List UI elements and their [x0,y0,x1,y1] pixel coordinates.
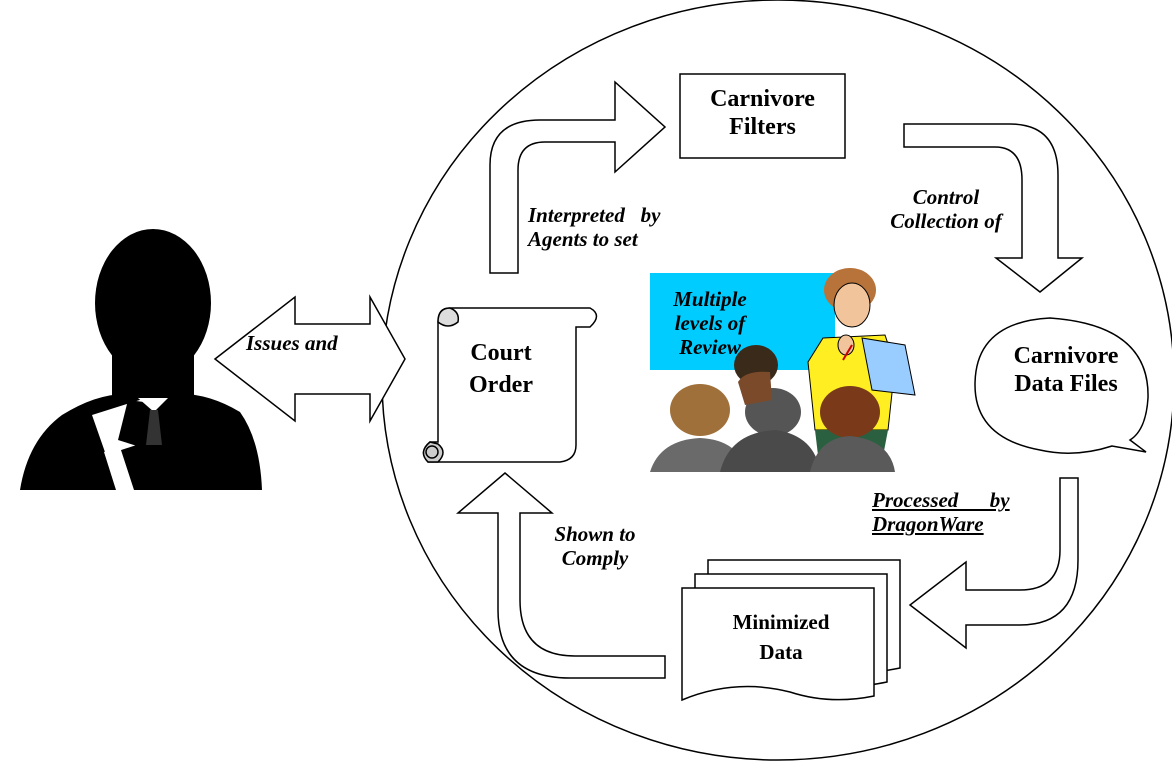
carnivore-filters-box [679,73,846,159]
issues-line1: Issues and [246,331,338,355]
processed-arrow [908,477,1079,650]
shown-arrow [455,472,666,679]
interpreted-line1: Interpreted by [528,203,661,227]
carnivore-data-files-label: Carnivore Data Files [982,343,1150,398]
carnivore-filters-line2: Filters [729,113,796,140]
control-arrow [903,123,1085,293]
control-line1: Control [912,185,980,209]
scroll-icon [422,307,598,463]
interpreted-line2: Agents to set [528,227,638,252]
review-line1: Multiple [673,287,747,311]
carnivore-data-files-line1: Carnivore [1013,343,1119,369]
processed-line2: DragonWare [872,512,984,537]
control-label: Control Collection of [876,185,1016,233]
court-order-line2: Order [469,371,533,398]
shown-line2: Comply [561,546,629,571]
review-line2: levels of [674,311,746,336]
court-order-line1: Court [470,340,532,366]
stacked-documents-icon [681,559,901,702]
carnivore-data-files-line2: Data Files [1014,370,1118,397]
carnivore-filters-label: Carnivore Filters [680,86,845,141]
minimized-data-line2: Data [759,640,803,665]
processed-label: Processed by DragonWare [872,488,1010,536]
issues-double-arrow [213,294,406,424]
tie-icon [138,398,168,412]
carnivore-data-files-shape [974,317,1149,454]
minimized-data-label: Minimized Data [706,610,856,664]
processed-line1: Processed by [872,488,1010,512]
minimized-data-line1: Minimized [732,610,830,634]
review-line3: Review [679,335,741,360]
carnivore-filters-line1: Carnivore [710,86,815,112]
meeting-clipart-icon [650,268,916,472]
shown-label: Shown to Comply [540,522,650,570]
review-label: Multiple levels of Review [655,287,765,359]
interpreted-arrow [489,80,667,274]
control-line2: Collection of [890,209,1002,234]
shown-line1: Shown to [554,522,636,546]
court-order-label: Court Order [446,340,556,399]
interpreted-label: Interpreted by Agents to set [528,203,660,251]
issues-label: Issues and [246,331,338,355]
